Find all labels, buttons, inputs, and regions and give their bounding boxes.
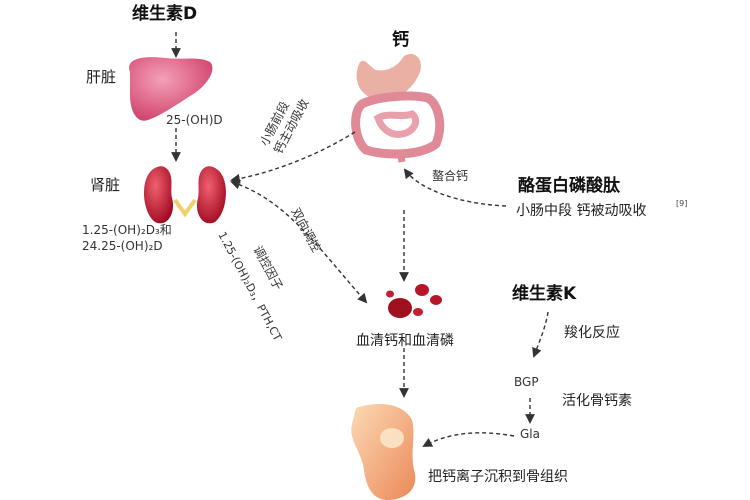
- knee-bone-icon: [351, 404, 416, 500]
- label-bgp: BGP: [514, 375, 539, 389]
- edge-label-carboxylation: 羧化反应: [564, 325, 620, 341]
- label-casein-desc: 小肠中段 钙被动吸收: [516, 203, 647, 219]
- label-serum: 血清钙和血清磷: [356, 333, 454, 349]
- arrow-gla-bone: [422, 432, 515, 447]
- label-vitamin-k: 维生素K: [512, 284, 577, 304]
- label-calcium: 钙: [392, 30, 409, 50]
- label-kidney-metabolite-2: 24.25-(OH)₂D: [82, 239, 163, 253]
- label-liver: 肝脏: [86, 68, 117, 86]
- digestive-tract-icon: [351, 53, 445, 163]
- label-casein-peptide: 酪蛋白磷酸肽: [518, 176, 620, 196]
- label-kidney-metabolite-1: 1.25-(OH)₂D₃和: [82, 223, 172, 237]
- arrow-bidirectional: [230, 179, 368, 304]
- kidney-icon: [144, 166, 226, 224]
- label-liver-metabolite: 25-(OH)D: [166, 113, 223, 127]
- label-kidney: 肾脏: [90, 176, 121, 194]
- arrow-intestine-kidney: [230, 131, 356, 184]
- arrow-casein-intestine: [403, 168, 507, 207]
- label-bone-action: 把钙离子沉积到骨组织: [428, 469, 568, 485]
- blood-cells-icon: [386, 284, 442, 318]
- label-vitamin-d: 维生素D: [132, 4, 198, 24]
- edge-label-activate: 活化骨钙素: [562, 393, 632, 409]
- liver-icon: [129, 57, 213, 121]
- arrow-vitk-bgp: [532, 311, 549, 358]
- label-casein-ref: [9]: [676, 199, 688, 208]
- label-gla: Gla: [520, 427, 540, 441]
- edge-label-chelate: 螯合钙: [432, 169, 469, 183]
